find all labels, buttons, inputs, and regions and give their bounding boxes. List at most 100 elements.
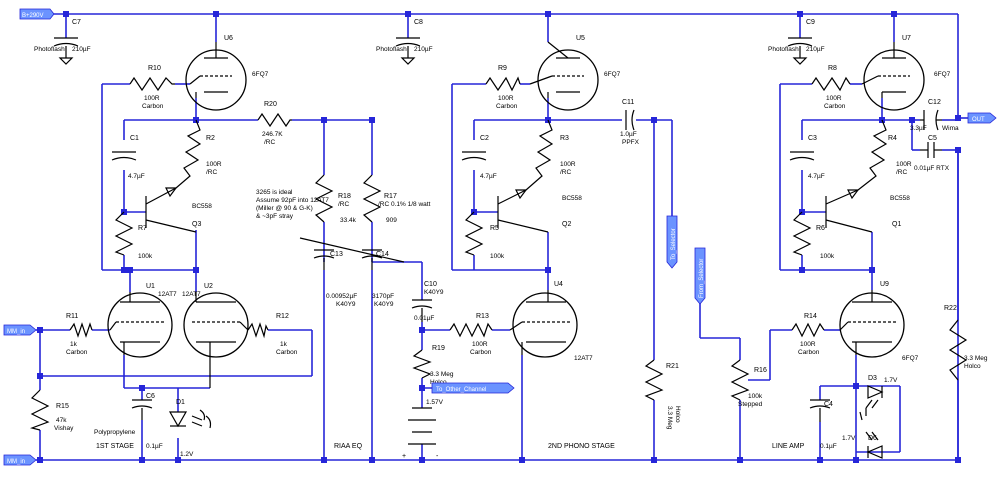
c13-note: K40Y9 bbox=[336, 301, 356, 308]
resistor-r13: R13 100R Carbon bbox=[449, 313, 493, 356]
d6-ref: D6 bbox=[868, 435, 877, 442]
c10-ref: C10 bbox=[424, 281, 437, 288]
r8-value: 100R bbox=[826, 95, 842, 102]
c2-ref: C2 bbox=[480, 135, 489, 142]
mm-in-1-label: MM_in bbox=[7, 329, 25, 335]
c5-ref: C5 bbox=[928, 135, 937, 142]
d3-value: 1.7V bbox=[884, 377, 898, 384]
c14-value: 3170pF bbox=[372, 293, 394, 300]
capacitor-c9: C9 210µF Photoflash bbox=[768, 19, 825, 65]
r13-note: Carbon bbox=[470, 349, 492, 356]
r22-note: Holco bbox=[964, 363, 981, 370]
r13-value: 100R bbox=[472, 341, 488, 348]
tube-u2: U2 12AT7 bbox=[182, 283, 249, 388]
c3-value: 4.7µF bbox=[808, 173, 825, 180]
u5-type: 6FQ7 bbox=[604, 71, 621, 78]
c9-note: Photoflash bbox=[768, 46, 799, 53]
led-d1: D1 1.2V bbox=[168, 399, 212, 458]
resistor-r2: R2 100R /RC bbox=[175, 119, 222, 189]
d3-ref: D3 bbox=[868, 375, 877, 382]
c14-note: K40Y9 bbox=[374, 301, 394, 308]
resistor-r21: R21 3.3 Meg Holco bbox=[644, 359, 681, 430]
tube-u7: U7 6FQ7 bbox=[861, 35, 951, 111]
capacitor-c2: C2 4.7µF bbox=[461, 135, 497, 180]
r6-value: 100k bbox=[820, 253, 835, 260]
c2-value: 4.7µF bbox=[480, 173, 497, 180]
u4-ref: U4 bbox=[554, 281, 563, 288]
resistor-r6: R6 100k bbox=[792, 211, 835, 260]
r16-note: Stepped bbox=[738, 401, 763, 408]
capacitor-c1: C1 4.7µF bbox=[111, 135, 145, 180]
c11-value: 1.0µF bbox=[620, 131, 637, 138]
r17-value: 909 bbox=[386, 217, 397, 224]
c12-note: Wima bbox=[942, 125, 959, 132]
r22-value: 3.3 Meg bbox=[964, 355, 988, 362]
resistor-r10: R10 100R Carbon bbox=[129, 65, 175, 110]
c5-value: 0.01µF RTX bbox=[914, 165, 950, 172]
u1-type: 12AT7 bbox=[158, 291, 177, 298]
q1-type: BC558 bbox=[890, 195, 910, 202]
capacitor-c4: C4 0.1µF bbox=[809, 399, 837, 450]
r19-note: Holco bbox=[430, 379, 447, 386]
r3-note: /RC bbox=[560, 169, 572, 176]
c7-ref: C7 bbox=[72, 19, 81, 26]
r15-ref: R15 bbox=[56, 403, 69, 410]
c11-note: PPFX bbox=[622, 139, 640, 146]
c13-value: 0.00952µF bbox=[326, 293, 357, 300]
r20-ref: R20 bbox=[264, 101, 277, 108]
c11-ref: C11 bbox=[622, 99, 634, 106]
capacitor-c10: C10 K40Y9 0.01µF bbox=[411, 281, 444, 322]
resistor-r20: R20 246.7K /RC bbox=[257, 101, 292, 146]
note-line-3: (Miller @ 90 & G-K) bbox=[256, 205, 313, 212]
port-out: OUT bbox=[967, 112, 997, 124]
to-selector-label: To_Selector bbox=[671, 228, 677, 260]
u7-ref: U7 bbox=[902, 35, 911, 42]
battery: 1.57V + - bbox=[402, 399, 444, 460]
c6-ref: C6 bbox=[146, 393, 155, 400]
d6-value: 1.7V bbox=[842, 435, 856, 442]
section-riaa-eq: RIAA EQ bbox=[334, 443, 363, 450]
u2-type: 12AT7 bbox=[182, 291, 201, 298]
tube-u9: U9 6FQ7 bbox=[839, 281, 919, 362]
note-line-2: Assume 92pF into 12AT7 bbox=[256, 197, 329, 204]
u4-type: 12AT7 bbox=[574, 355, 593, 362]
r11-ref: R11 bbox=[66, 313, 78, 320]
resistor-r16: R16 100k Stepped bbox=[730, 359, 767, 408]
c7-note: Photoflash bbox=[34, 46, 65, 53]
r10-value: 100R bbox=[144, 95, 160, 102]
r14-ref: R14 bbox=[804, 313, 817, 320]
u5-ref: U5 bbox=[576, 35, 585, 42]
r4-value: 100R bbox=[896, 161, 912, 168]
r19-value: 3.3 Meg bbox=[430, 371, 454, 378]
u6-type: 6FQ7 bbox=[252, 71, 269, 78]
r15-value: 47k bbox=[56, 417, 67, 424]
c3-ref: C3 bbox=[808, 135, 817, 142]
r18-note: /RC bbox=[338, 201, 350, 208]
port-to-selector: To_Selector bbox=[666, 215, 678, 269]
r6-ref: R6 bbox=[816, 225, 825, 232]
q2-ref: Q2 bbox=[562, 221, 571, 228]
r9-note: Carbon bbox=[496, 103, 518, 110]
port-bplus: B+290V bbox=[19, 8, 55, 20]
c12-value: 3.3µF bbox=[910, 125, 927, 132]
tube-u1: U1 12AT7 bbox=[107, 283, 177, 358]
out-label: OUT bbox=[972, 117, 985, 123]
r7-ref: R7 bbox=[138, 225, 147, 232]
r18-ref: R18 bbox=[338, 193, 351, 200]
r21-ref: R21 bbox=[666, 363, 679, 370]
capacitor-c14: C14 3170pF K40Y9 bbox=[361, 249, 394, 308]
from-selector-label: From_Selector bbox=[699, 259, 705, 298]
capacitor-c13: C13 0.00952µF K40Y9 bbox=[313, 249, 357, 308]
c9-value: 210µF bbox=[806, 46, 825, 53]
note-line-4: & ~3pF stray bbox=[256, 213, 294, 220]
capacitor-c5: C5 0.01µF RTX bbox=[914, 135, 950, 172]
c8-note: Photoflash bbox=[376, 46, 407, 53]
r9-ref: R9 bbox=[498, 65, 507, 72]
r10-ref: R10 bbox=[148, 65, 161, 72]
r14-value: 100R bbox=[800, 341, 816, 348]
c1-ref: C1 bbox=[130, 135, 139, 142]
capacitor-c11: C11 1.0µF PPFX bbox=[620, 99, 640, 146]
c6-note: Polypropylene bbox=[94, 429, 136, 436]
resistor-r15: R15 47k Vishay bbox=[29, 389, 74, 432]
resistor-r9: R9 100R Carbon bbox=[485, 65, 521, 110]
